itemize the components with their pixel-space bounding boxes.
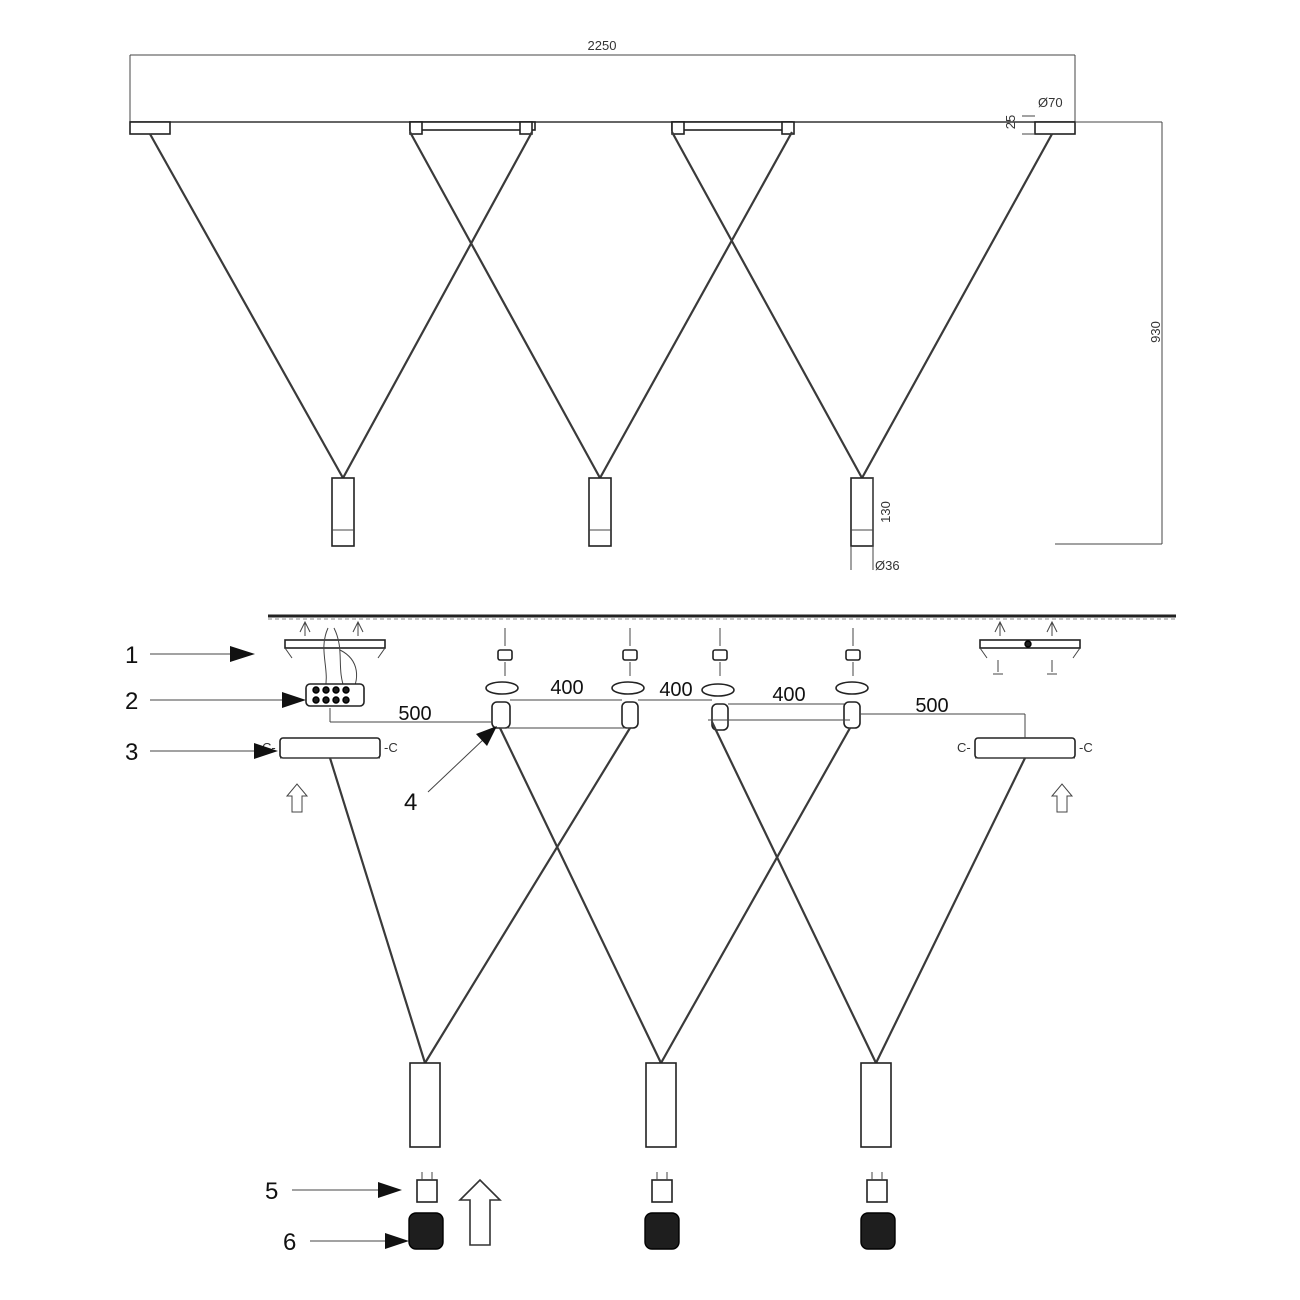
top-cables — [149, 131, 1053, 479]
shade-diameter-label: Ø36 — [875, 558, 900, 573]
callout-6: 6 — [283, 1229, 296, 1256]
right-canopy-assembly: C- -C — [957, 737, 1093, 813]
callout-1: 1 — [125, 642, 138, 669]
canopy-diameter-label: Ø70 — [1038, 95, 1063, 110]
cable-anchor-1 — [485, 628, 519, 729]
assembly-drawing: C- -C C- -C — [125, 614, 1176, 1256]
cable-anchor-2 — [611, 628, 645, 729]
assembly-shade-1 — [409, 1062, 441, 1148]
rail-2 — [671, 121, 793, 131]
rail-1 — [409, 121, 536, 131]
cable-anchor-3 — [701, 628, 735, 731]
left-mounting-bracket — [284, 620, 386, 659]
callout-markers: 1 2 3 4 5 6 — [125, 642, 497, 1256]
shade-height-label: 130 — [878, 501, 893, 523]
left-canopy-assembly: C- -C — [262, 737, 398, 813]
assembly-shade-3 — [860, 1062, 892, 1148]
callout-5: 5 — [265, 1178, 278, 1205]
top-pendant-1 — [331, 477, 355, 547]
callout-4: 4 — [404, 789, 417, 816]
assembly-cables — [328, 721, 1026, 1064]
top-pendant-2 — [588, 477, 612, 547]
terminal-block — [305, 627, 365, 707]
callout-2: 2 — [125, 688, 138, 715]
cable-anchor-4 — [835, 628, 869, 729]
svg-text:-C: -C — [1079, 740, 1093, 755]
bulb-3 — [866, 1172, 888, 1203]
canopy-height-label: 25 — [1003, 115, 1018, 129]
left-end-spacing-label: 500 — [398, 703, 431, 725]
cap-ring-1 — [408, 1212, 444, 1250]
gap-1-label: 400 — [550, 677, 583, 699]
cap-ring-3 — [860, 1212, 896, 1250]
right-canopy — [1034, 121, 1076, 135]
gap-2-label: 400 — [659, 679, 692, 701]
total-length-label: 2250 — [588, 38, 617, 53]
insert-up-arrow — [458, 1178, 502, 1246]
left-canopy — [129, 121, 171, 135]
drop-height-label: 930 — [1148, 321, 1163, 343]
cap-ring-2 — [644, 1212, 680, 1250]
spacing-lines — [329, 699, 1026, 738]
gap-3-label: 400 — [772, 684, 805, 706]
top-pendant-3 — [850, 477, 874, 547]
assembly-shade-2 — [645, 1062, 677, 1148]
callout-3: 3 — [125, 739, 138, 766]
svg-text:-C: -C — [384, 740, 398, 755]
bulb-2 — [651, 1172, 673, 1203]
top-dimension-drawing: 2250 Ø70 25 930 — [129, 38, 1163, 573]
right-mounting-bracket — [979, 620, 1081, 675]
right-end-spacing-label: 500 — [915, 695, 948, 717]
svg-text:C-: C- — [957, 740, 971, 755]
bulb-1 — [416, 1172, 438, 1203]
